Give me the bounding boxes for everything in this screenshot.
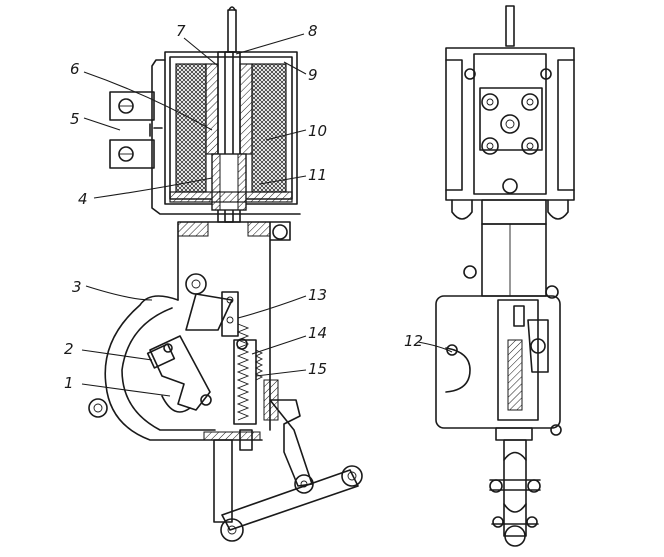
coil-winding-left	[175, 63, 207, 193]
leader-13	[237, 295, 307, 319]
callout-6: 6	[70, 60, 80, 78]
cover-screw	[88, 398, 108, 418]
callout-labels: 1 2 3 4 5 6 7 8 9 10 11 12 13 14 15	[64, 22, 423, 392]
leader-12	[417, 341, 453, 353]
leader-15	[255, 369, 307, 377]
leader-9	[283, 61, 307, 75]
top-rod	[227, 9, 237, 53]
callout-15: 15	[308, 360, 327, 378]
base-plate	[169, 191, 293, 203]
callout-5: 5	[70, 110, 80, 128]
bobbin-right	[239, 63, 253, 155]
cover-12	[445, 347, 471, 393]
contact-cover	[104, 295, 263, 441]
leader-5	[83, 117, 121, 131]
leader-6	[83, 71, 213, 131]
leader-8	[235, 33, 305, 55]
lever-pivot	[185, 273, 207, 295]
right-bottom-rod	[503, 439, 527, 537]
callout-11: 11	[308, 166, 327, 184]
callout-14: 14	[308, 324, 327, 342]
callout-7: 7	[176, 22, 186, 40]
bottom-rod	[213, 439, 233, 523]
terminal-block-upper	[109, 91, 155, 121]
spring-15	[236, 323, 250, 421]
contact-arm	[149, 335, 211, 411]
callout-13: 13	[308, 286, 327, 304]
leader-11	[259, 175, 307, 185]
terminal-plate	[479, 87, 543, 151]
leader-lines	[81, 33, 453, 397]
leader-4	[93, 177, 213, 199]
callout-2: 2	[64, 340, 74, 358]
housing-bracket	[151, 59, 301, 215]
leader-3	[85, 285, 153, 301]
callout-12: 12	[404, 332, 423, 350]
bobbin-left	[205, 63, 219, 155]
leader-7	[183, 37, 219, 67]
leader-10	[265, 129, 307, 141]
left-section-view	[88, 6, 363, 542]
callout-10: 10	[308, 122, 327, 140]
callout-1: 1	[64, 374, 74, 392]
drive-link	[221, 469, 359, 531]
right-side-view	[435, 5, 575, 547]
link-13	[221, 291, 239, 337]
spring-14	[254, 349, 264, 381]
leader-1	[81, 383, 171, 397]
leader-2	[81, 349, 153, 361]
lower-lever	[269, 399, 313, 487]
callout-8: 8	[308, 22, 318, 40]
terminal-block-lower	[109, 139, 155, 169]
callout-9: 9	[308, 66, 318, 84]
callout-4: 4	[78, 190, 88, 208]
leader-14	[251, 335, 307, 355]
moving-contact	[161, 395, 191, 413]
coil-winding-right	[251, 63, 287, 193]
right-neck	[481, 223, 547, 297]
right-top-rod	[505, 5, 515, 47]
callout-3: 3	[72, 278, 82, 296]
